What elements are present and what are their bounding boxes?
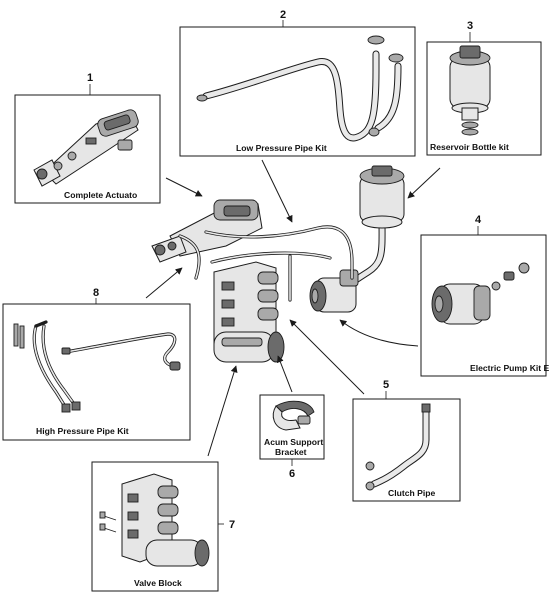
- reservoir-bottle-illustration: [449, 45, 491, 136]
- central-assembly-illustration: [151, 165, 405, 363]
- low-pressure-pipe-illustration: [196, 35, 404, 142]
- callout-1-caption: Complete Actuato: [64, 190, 137, 200]
- clutch-pipe-illustration: [365, 403, 431, 491]
- callout-7-caption: Valve Block: [134, 578, 182, 588]
- arrow-low-pressure-pipe: [261, 159, 293, 223]
- callout-4[interactable]: 4 Electric Pump Kit E: [420, 214, 549, 377]
- callout-3[interactable]: 3 Reservoir Bottle kit: [426, 20, 542, 156]
- arrow-valve-block: [207, 365, 238, 457]
- actuator-illustration: [33, 109, 139, 187]
- callout-1[interactable]: 1 Complete Actuato: [14, 72, 161, 204]
- arrow-reservoir: [407, 167, 441, 199]
- callout-6[interactable]: 6 Acum Support Bracket: [259, 394, 325, 480]
- arrow-high-pressure-pipe: [145, 267, 183, 299]
- electric-pump-illustration: [431, 262, 530, 325]
- high-pressure-pipe-illustration: [13, 320, 181, 413]
- callout-5-number: 5: [383, 379, 389, 391]
- callout-6-number: 6: [289, 468, 295, 480]
- arrow-support-bracket: [277, 355, 293, 393]
- callout-5[interactable]: 5 Clutch Pipe: [352, 379, 461, 502]
- callout-4-number: 4: [475, 214, 482, 226]
- callout-7[interactable]: 7 Valve Block: [91, 461, 235, 592]
- callout-8-number: 8: [93, 287, 99, 299]
- callout-8-frame: [2, 303, 191, 441]
- valve-block-illustration: [99, 473, 210, 567]
- callout-3-number: 3: [467, 20, 473, 32]
- callout-2[interactable]: 2 Low Pressure Pipe Kit: [179, 9, 416, 157]
- callout-7-number: 7: [229, 519, 235, 531]
- callout-1-number: 1: [87, 72, 93, 84]
- callout-6-caption-line2: Bracket: [275, 447, 307, 457]
- pointer-arrows: [145, 159, 441, 457]
- callout-8-caption: High Pressure Pipe Kit: [36, 426, 129, 436]
- callout-4-caption: Electric Pump Kit E: [470, 363, 549, 373]
- arrow-electric-pump: [339, 319, 419, 347]
- callout-2-caption: Low Pressure Pipe Kit: [236, 143, 327, 153]
- arrow-actuator: [165, 177, 203, 197]
- callout-8[interactable]: 8 High Pressure Pipe Kit: [2, 287, 191, 441]
- callout-3-caption: Reservoir Bottle kit: [430, 142, 509, 152]
- callout-5-caption: Clutch Pipe: [388, 488, 435, 498]
- callout-6-caption: Acum Support: [264, 437, 323, 447]
- arrow-clutch-pipe: [289, 319, 365, 395]
- callout-2-number: 2: [280, 9, 286, 21]
- support-bracket-illustration: [272, 400, 315, 431]
